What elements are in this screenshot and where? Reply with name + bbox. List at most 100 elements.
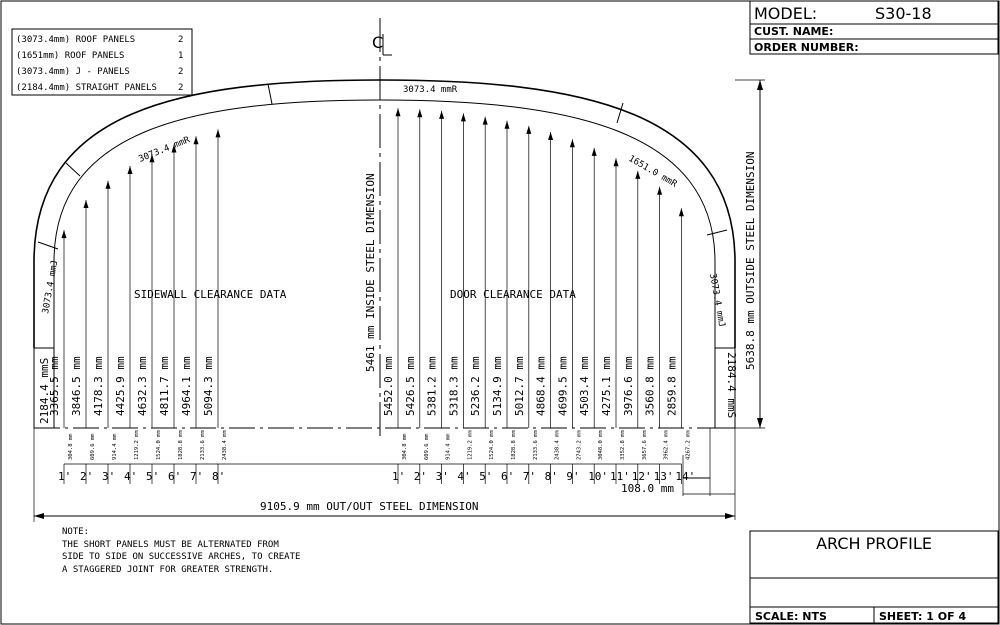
sidewall-offset-label: 2133.6 mm	[200, 430, 206, 460]
door-offset-label: 304.8 mm	[402, 433, 408, 460]
door-arrow	[504, 120, 510, 129]
door-height-label: 2859.8 mm	[665, 356, 678, 416]
sidewall-height-label: 4425.9 mm	[114, 356, 127, 416]
svg-text:1: 1	[178, 51, 183, 61]
sidewall-arrow	[83, 200, 89, 209]
arc-label-right-straight: 2184.4 mmS	[725, 352, 738, 418]
sidewall-offset-label: 2438.4 mm	[222, 430, 228, 460]
sidewall-feet-label: 5'	[146, 470, 159, 483]
door-offset-label: 1828.8 mm	[511, 430, 517, 460]
door-height-label: 3560.8 mm	[644, 356, 657, 416]
door-offset-label: 914.4 mm	[446, 433, 452, 460]
door-offset-label: 609.6 mm	[424, 433, 430, 460]
door-feet-label: 13'	[654, 470, 674, 483]
sidewall-offset-label: 1828.8 mm	[178, 430, 184, 460]
sidewall-feet-label: 2'	[80, 470, 93, 483]
arc-label-upper-right: 1651.0 mmR	[627, 154, 679, 190]
door-height-label: 5236.2 mm	[469, 356, 482, 416]
sidewall-feet-label: 8'	[212, 470, 225, 483]
door-height-label: 5452.0 mm	[382, 356, 395, 416]
note-line: SIDE TO SIDE ON SUCCESSIVE ARCHES, TO CR…	[62, 552, 300, 562]
drawing-title: ARCH PROFILE	[816, 534, 932, 553]
door-arrow	[395, 108, 401, 117]
door-title: DOOR CLEARANCE DATA	[450, 288, 576, 301]
door-feet-label: 4'	[457, 470, 470, 483]
inside-dimension: 5461 mm INSIDE STEEL DIMENSION	[364, 173, 377, 372]
door-offset-label: 1219.2 mm	[467, 430, 473, 460]
door-feet-label: 12'	[632, 470, 652, 483]
door-feet-label: 7'	[523, 470, 536, 483]
door-column: 5318.3 mm 1219.2 mm 4'	[447, 113, 473, 484]
arc-label-right-j: 3073.4 mmJ	[707, 273, 726, 328]
note-line: A STAGGERED JOINT FOR GREATER STRENGTH.	[62, 565, 273, 575]
door-feet-label: 11'	[610, 470, 630, 483]
door-arrow	[569, 139, 575, 148]
cust-name-label: CUST. NAME:	[754, 25, 833, 38]
arc-label-left-straight: 2184.4 mmS	[38, 358, 51, 424]
door-offset-label: 3962.4 mm	[664, 430, 670, 460]
door-height-label: 5318.3 mm	[447, 356, 460, 416]
door-feet-label: 6'	[501, 470, 514, 483]
door-height-label: 5134.9 mm	[491, 356, 504, 416]
panel-list-item: (1651mm) ROOF PANELS	[16, 51, 124, 61]
svg-text:2: 2	[178, 67, 183, 77]
door-arrow	[678, 208, 684, 217]
sheet-label: SHEET: 1 OF 4	[879, 610, 966, 623]
overall-width-line	[33, 428, 735, 522]
svg-text:2: 2	[178, 83, 183, 93]
panel-list: (3073.4mm) ROOF PANELS 2 (1651mm) ROOF P…	[11, 28, 193, 96]
outside-dimension: 5638.8 mm OUTSIDE STEEL DIMENSION	[744, 151, 757, 370]
svg-text:2: 2	[178, 35, 183, 45]
door-arrow	[548, 131, 554, 140]
door-offset-label: 3048.0 mm	[598, 430, 604, 460]
door-offset-label: 2743.2 mm	[576, 430, 582, 460]
door-height-label: 5426.5 mm	[404, 356, 417, 416]
door-arrow	[635, 170, 641, 179]
sidewall-height-label: 4632.3 mm	[136, 356, 149, 416]
arc-label-left-j: 3073.4 mmJ	[41, 259, 60, 314]
door-offset-label: 1524.0 mm	[489, 430, 495, 460]
door-arrow	[613, 158, 619, 167]
sidewall-height-label: 3365.5 mm	[48, 356, 61, 416]
door-arrow	[482, 116, 488, 125]
sidewall-feet-label: 1'	[58, 470, 71, 483]
sidewall-title: SIDEWALL CLEARANCE DATA	[134, 288, 287, 301]
door-offset-label: 3657.6 mm	[642, 430, 648, 460]
title-block-footer: ARCH PROFILE SCALE: NTS SHEET: 1 OF 4	[749, 530, 999, 624]
order-number-label: ORDER NUMBER:	[754, 41, 859, 54]
sidewall-feet-label: 7'	[190, 470, 203, 483]
sidewall-arrow	[105, 180, 111, 189]
sidewall-arrow	[171, 144, 177, 153]
sidewall-feet-label: 6'	[168, 470, 181, 483]
sidewall-height-label: 4964.1 mm	[180, 356, 193, 416]
outside-dimension-line	[735, 79, 765, 429]
sidewall-arrow	[61, 230, 67, 239]
sidewall-column: 4964.1 mm 2133.6 mm 7'	[180, 136, 206, 484]
door-arrow	[439, 110, 445, 119]
door-arrow	[460, 113, 466, 122]
door-arrow	[657, 186, 663, 195]
sidewall-arrow	[215, 129, 221, 138]
sidewall-height-label: 3846.5 mm	[70, 356, 83, 416]
door-offset-label: 2438.4 mm	[555, 430, 561, 460]
door-feet-label: 2'	[414, 470, 427, 483]
centerline-symbol: C	[372, 33, 383, 52]
door-height-label: 5012.7 mm	[513, 356, 526, 416]
